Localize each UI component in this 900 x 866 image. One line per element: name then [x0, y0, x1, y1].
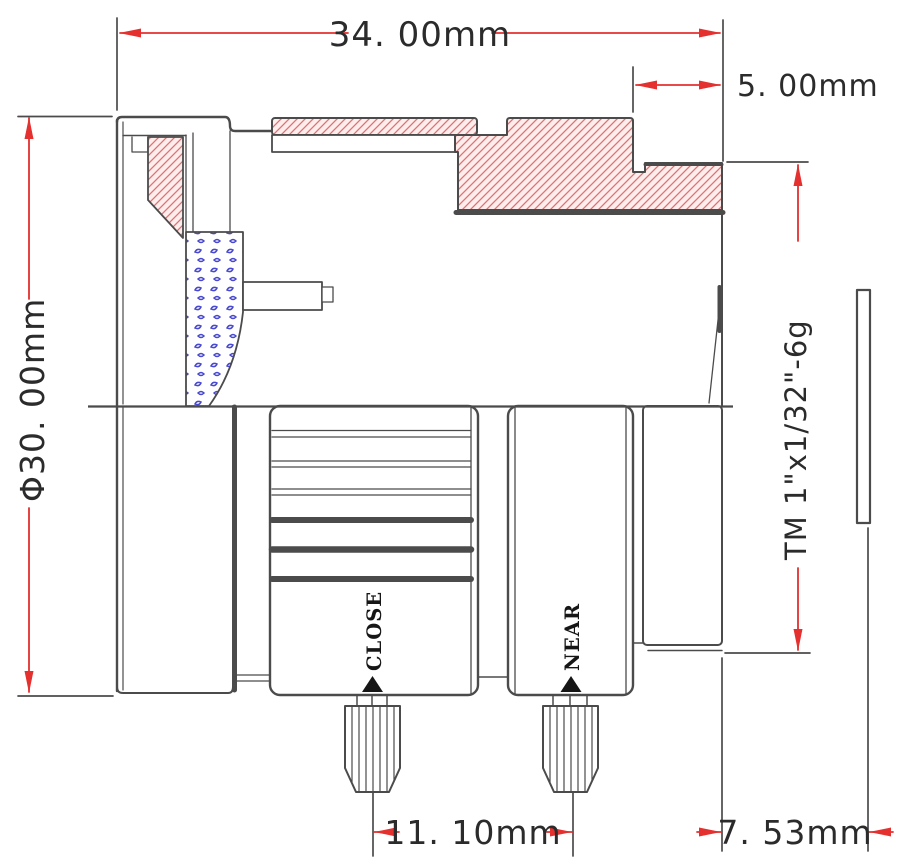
lower-body — [116, 288, 872, 793]
label-close: CLOSE — [363, 591, 386, 671]
arrow-left-icon — [869, 827, 891, 837]
extension-lines — [17, 17, 869, 857]
dim-total-length-lines — [119, 28, 721, 38]
ring-ribs — [268, 429, 475, 582]
thumbscrew-near — [542, 694, 599, 793]
dimension-lines — [24, 28, 894, 837]
dim-screw-spacing-lines — [373, 827, 573, 837]
arrow-left-icon — [635, 80, 657, 90]
thumbscrew-close — [344, 694, 401, 793]
dim-rear-step: 5. 00mm — [737, 69, 879, 104]
arrow-left-icon — [374, 827, 396, 837]
arrow-right-icon — [699, 827, 721, 837]
arrow-left-icon — [119, 28, 141, 38]
inner-wedge-hatched — [147, 136, 184, 239]
dim-thread-spec: TM 1"x1/32"-6g — [779, 319, 813, 561]
dim-back-focus-lines — [696, 827, 894, 837]
inner-notch-box — [131, 136, 149, 153]
dimension-texts: 34. 00mm 5. 00mm Φ30. 00mm TM 1"x1/32"-6… — [13, 15, 879, 852]
dim-rear-step-lines — [635, 80, 721, 90]
dim-outer-diameter: Φ30. 00mm — [13, 298, 52, 502]
dim-outer-diameter-lines — [24, 117, 34, 693]
dim-screw-spacing: 11. 10mm — [384, 813, 561, 852]
rear-barrel — [642, 405, 723, 646]
arrow-down-icon — [24, 671, 34, 693]
bore-walls — [185, 130, 231, 233]
inner-tab-step — [321, 286, 334, 303]
upper-section — [115, 115, 726, 693]
inner-tab — [242, 281, 323, 311]
under-bar-strip — [271, 134, 456, 153]
front-top-profile — [115, 115, 275, 133]
front-ring-block — [116, 405, 234, 694]
arrow-up-icon — [24, 117, 34, 139]
ring-marks: CLOSE NEAR — [362, 591, 584, 692]
bridge-left — [236, 674, 271, 682]
dim-thread-spec-lines — [793, 164, 803, 651]
label-near: NEAR — [561, 603, 584, 671]
near-pointer-icon — [560, 676, 582, 692]
dim-back-focus: 7. 53mm — [717, 813, 872, 852]
near-ring-inner-edges — [514, 405, 627, 695]
arrow-right-icon — [699, 28, 721, 38]
arrow-up-icon — [793, 164, 803, 186]
close-pointer-icon — [362, 676, 383, 692]
lens-glass — [185, 231, 244, 407]
arrow-right-icon — [550, 827, 572, 837]
dim-total-length: 34. 00mm — [329, 15, 511, 55]
filter-glass — [855, 288, 872, 525]
top-hatched-bar — [271, 117, 478, 136]
arrow-right-icon — [699, 80, 721, 90]
arrow-down-icon — [793, 629, 803, 651]
thread-marks — [708, 285, 722, 404]
